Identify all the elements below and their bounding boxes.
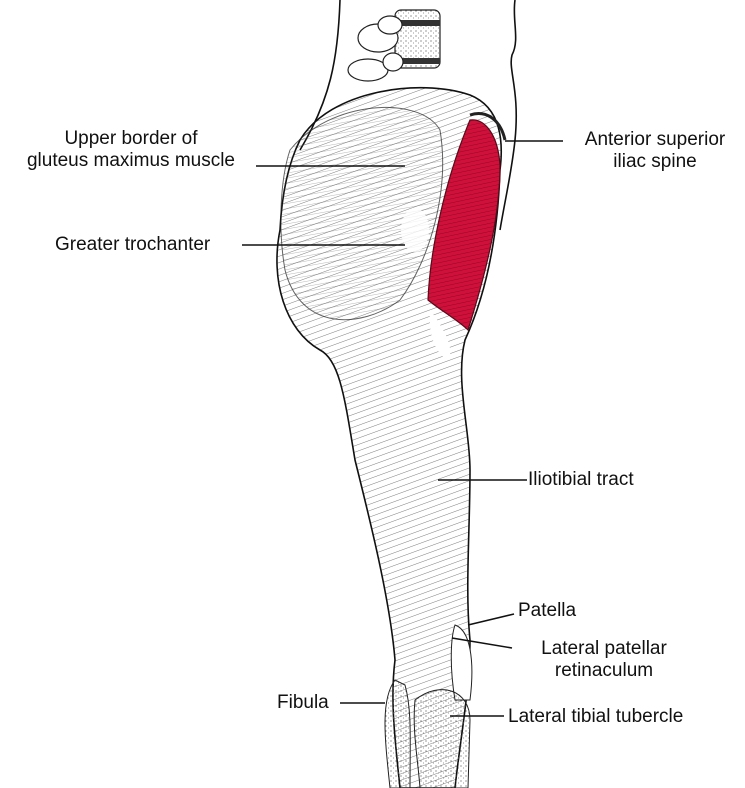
white-tendon-patch bbox=[429, 310, 451, 360]
label-fibula: Fibula bbox=[277, 692, 329, 713]
patella-shape bbox=[450, 624, 473, 701]
leader-lines bbox=[242, 140, 563, 717]
tibia-shape bbox=[413, 689, 471, 788]
lumbar-vertebrae bbox=[347, 9, 441, 82]
fibula-shape bbox=[384, 679, 411, 788]
label-upper-border-gluteus: Upper border of gluteus maximus muscle bbox=[26, 128, 236, 171]
label-greater-trochanter: Greater trochanter bbox=[55, 234, 211, 255]
label-anterior-superior-iliac-spine: Anterior superior iliac spine bbox=[584, 129, 726, 172]
torso-right-outline bbox=[499, 0, 518, 231]
label-lateral-patellar-retinaculum: Lateral patellar retinaculum bbox=[541, 638, 667, 681]
label-iliotibial-tract: Iliotibial tract bbox=[528, 469, 634, 490]
asis-rim bbox=[469, 112, 507, 141]
label-patella: Patella bbox=[518, 600, 577, 621]
tensor-fasciae-latae-muscle bbox=[427, 119, 501, 332]
greater-trochanter-highlight bbox=[401, 208, 429, 252]
label-lateral-tibial-tubercle: Lateral tibial tubercle bbox=[508, 706, 684, 727]
